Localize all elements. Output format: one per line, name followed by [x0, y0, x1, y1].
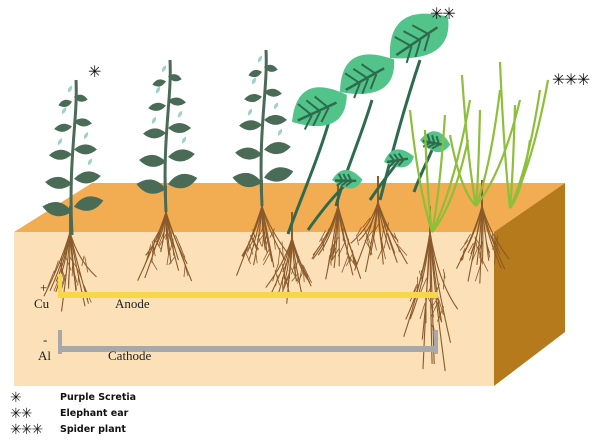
- leaf: [154, 86, 161, 95]
- legend-item-elephant-ear: ✳✳ Elephant ear: [10, 408, 128, 419]
- leaf: [73, 170, 101, 185]
- leaf: [248, 68, 263, 78]
- purple-scretia-mark: ✳: [88, 64, 100, 80]
- leaf: [244, 93, 263, 103]
- anode-metal: Cu: [34, 296, 49, 312]
- leaf: [148, 102, 167, 112]
- soil-front-face: [14, 232, 494, 386]
- leaf: [150, 116, 157, 125]
- leaf: [246, 108, 253, 117]
- leaf: [160, 64, 167, 73]
- legend-stars: ✳✳✳: [10, 425, 60, 435]
- legend-item-spider-plant: ✳✳✳ Spider plant: [10, 424, 126, 435]
- legend-item-purple-scretia: ✳ Purple Scretia: [10, 392, 136, 403]
- cathode-metal: Al: [38, 348, 51, 364]
- cathode-lead: [58, 330, 62, 354]
- legend-stars: ✳✳: [10, 409, 60, 419]
- anode-label: Anode: [115, 296, 150, 312]
- leaf: [263, 165, 295, 185]
- leaf: [49, 149, 72, 160]
- cathode-end: [434, 330, 438, 354]
- rootlet: [497, 236, 498, 253]
- spider-plant-mark: ✳✳✳: [552, 72, 589, 88]
- leaf: [60, 106, 67, 115]
- leaf: [54, 123, 73, 133]
- leaf: [250, 77, 257, 86]
- legend-stars: ✳: [10, 393, 60, 403]
- leaf: [272, 101, 279, 110]
- leaf: [66, 85, 73, 94]
- leaf: [176, 110, 183, 119]
- elephant-ear-mark: ✳✳: [430, 6, 455, 22]
- leaf: [235, 147, 263, 161]
- legend-label: Spider plant: [60, 424, 126, 435]
- leaf: [139, 154, 167, 168]
- leaf: [239, 120, 262, 131]
- anode-sign: +: [40, 280, 47, 296]
- leaf: [167, 148, 195, 163]
- leaf: [180, 136, 187, 145]
- anode-lead: [58, 274, 62, 298]
- leaf: [74, 144, 97, 154]
- purple-scretia-plant: [231, 50, 295, 206]
- cathode-sign: -: [43, 332, 47, 348]
- legend-label: Purple Scretia: [60, 392, 136, 403]
- leaf: [264, 115, 287, 125]
- leaf: [58, 98, 73, 108]
- leaf: [86, 157, 93, 166]
- leaf: [256, 55, 263, 64]
- leaf: [56, 137, 63, 146]
- leaf: [45, 176, 73, 190]
- leaf: [82, 131, 89, 140]
- legend-label: Elephant ear: [60, 408, 128, 419]
- leaf: [263, 141, 291, 156]
- leaf: [143, 128, 166, 139]
- leaf: [168, 123, 191, 133]
- rootlet: [68, 275, 69, 285]
- leaf: [152, 78, 167, 88]
- cathode-label: Cathode: [108, 348, 151, 364]
- leaf: [276, 128, 283, 137]
